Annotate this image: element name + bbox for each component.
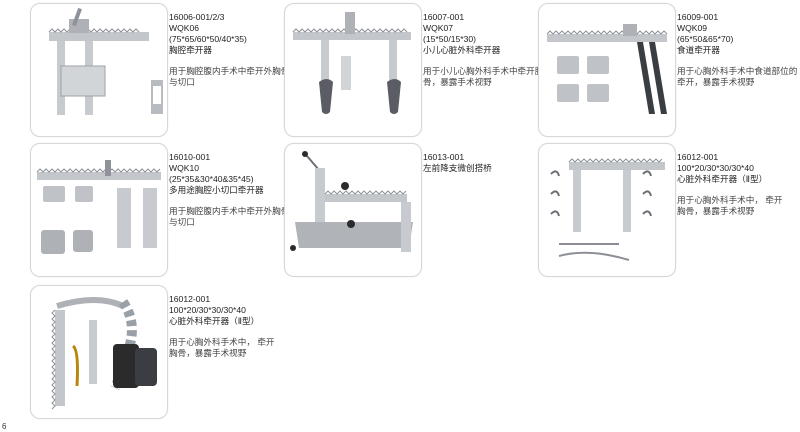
product-photo-3 [546, 24, 668, 114]
product-spec: (25*35&30*40&35*45) [169, 174, 254, 184]
product-desc-line: 用于小儿心胸外科手术中牵开胸 [423, 66, 544, 76]
product-desc-line: 与切口 [169, 77, 195, 87]
product-photo-6 [550, 158, 665, 261]
product-code: 16009-001 [677, 12, 719, 22]
product-desc-line: 用于心胸外科手术中食道部位的 [677, 66, 798, 76]
product-card-3: 16009-001 WQK09 (65*50&65*70) 食道牵开器 用于心胸… [538, 3, 797, 137]
product-name: 多用途胸腔小切口牵开器 [169, 185, 264, 195]
product-name: 左前降支微创搭桥 [423, 163, 492, 173]
product-text-2: 16007-001 WQK07 (15*50/15*30) 小儿心脏外科牵开器 … [423, 12, 543, 88]
product-name: 小儿心脏外科牵开器 [423, 45, 501, 55]
product-code: 16007-001 [423, 12, 465, 22]
product-photo-2 [292, 12, 411, 114]
product-photo-5 [290, 151, 413, 252]
product-spec: (15*50/15*30) [423, 34, 477, 44]
product-name: 食道牵开器 [677, 45, 720, 55]
product-desc-line: 牵开，暴露手术视野 [677, 77, 755, 87]
product-text-3: 16009-001 WQK09 (65*50&65*70) 食道牵开器 用于心胸… [677, 12, 797, 88]
product-name: 心脏外科牵开器（Ⅱ型） [677, 174, 768, 184]
product-desc-line: 用于心胸外科手术中， 牵开 [677, 195, 783, 205]
product-code: 16012-001 [677, 152, 719, 162]
product-card-1: 16006-001/2/3 WQK06 (75*65/60*50/40*35) … [30, 3, 289, 137]
product-name: 胸腔牵开器 [169, 45, 212, 55]
product-text-5: 16013-001 左前降支微创搭桥 [423, 152, 543, 174]
product-desc-line: 用于心胸外科手术中， 牵开 [169, 337, 275, 347]
product-desc-line: 与切口 [169, 217, 195, 227]
product-spec: 100*20/30*30/30*40 [169, 305, 246, 315]
product-code: 16006-001/2/3 [169, 12, 225, 22]
product-desc-line: 用于胸腔腹内手术中牵开外胸骨 [169, 206, 290, 216]
product-text-7: 16012-001 100*20/30*30/30*40 心脏外科牵开器（Ⅱ型）… [169, 294, 289, 359]
product-text-6: 16012-001 100*20/30*30/30*40 心脏外科牵开器（Ⅱ型）… [677, 152, 797, 217]
product-card-6: 16012-001 100*20/30*30/30*40 心脏外科牵开器（Ⅱ型）… [538, 143, 783, 277]
product-photo-4 [36, 160, 161, 254]
product-photo-7 [51, 297, 157, 410]
product-desc-line: 胸骨，暴露手术视野 [169, 348, 247, 358]
product-spec: 100*20/30*30/30*40 [677, 163, 754, 173]
product-code: 16013-001 [423, 152, 465, 162]
product-model: WQK09 [677, 23, 708, 33]
product-spec: (65*50&65*70) [677, 34, 734, 44]
product-code: 16010-001 [169, 152, 211, 162]
product-model: WQK06 [169, 23, 200, 33]
product-model: WQK07 [423, 23, 454, 33]
product-code: 16012-001 [169, 294, 211, 304]
product-name: 心脏外科牵开器（Ⅱ型） [169, 316, 260, 326]
product-desc-line: 骨，暴露手术视野 [423, 77, 492, 87]
product-desc-line: 胸骨，暴露手术视野 [677, 206, 755, 216]
product-photo-1 [48, 7, 163, 115]
product-text-4: 16010-001 WQK10 (25*35&30*40&35*45) 多用途胸… [169, 152, 289, 228]
product-desc-line: 用于胸腔腹内手术中牵开外胸骨 [169, 66, 290, 76]
product-card-2: 16007-001 WQK07 (15*50/15*30) 小儿心脏外科牵开器 … [284, 3, 543, 137]
product-spec: (75*65/60*50/40*35) [169, 34, 247, 44]
page-number: 6 [2, 422, 7, 431]
product-card-7: 16012-001 100*20/30*30/30*40 心脏外科牵开器（Ⅱ型）… [30, 285, 275, 419]
product-text-1: 16006-001/2/3 WQK06 (75*65/60*50/40*35) … [169, 12, 289, 88]
product-card-4: 16010-001 WQK10 (25*35&30*40&35*45) 多用途胸… [30, 143, 289, 277]
product-model: WQK10 [169, 163, 200, 173]
product-card-5: 16013-001 左前降支微创搭桥 [284, 143, 492, 277]
